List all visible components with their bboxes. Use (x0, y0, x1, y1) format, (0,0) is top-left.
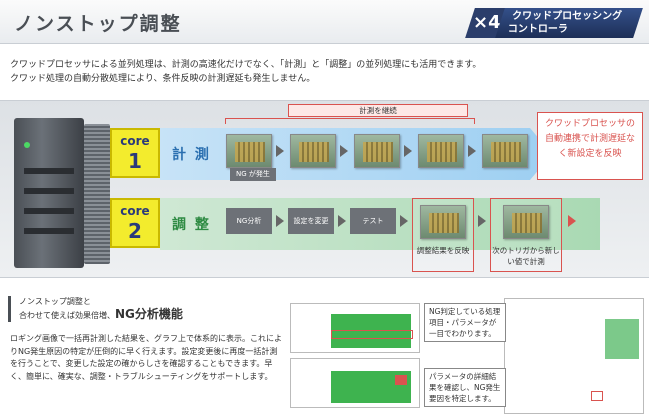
product-badge: ×4 クワッドプロセッシング コントローラ (465, 8, 643, 38)
callout-note-2: パラメータの詳細結果を確認し、NG発生要因を特定します。 (424, 368, 506, 407)
ng-analysis-chart-1 (290, 303, 420, 353)
section-heading-line-1: ノンストップ調整と (19, 297, 91, 306)
chart-histogram (605, 319, 639, 359)
highlight-box (591, 391, 603, 401)
device-slot (24, 208, 74, 214)
core-1-number: 1 (128, 149, 142, 173)
page-title: ノンストップ調整 (14, 13, 182, 35)
capture-thumbnail (354, 134, 400, 168)
flow-arrow (400, 215, 408, 227)
step-test: テスト (350, 208, 396, 234)
next-trigger-text: 次のトリガから新しい値で計測 (492, 246, 560, 266)
core-2-number: 2 (128, 219, 142, 243)
core-1-word: core (120, 134, 150, 148)
detail-result-chart (504, 298, 644, 414)
badge-label: クワッドプロセッシング コントローラ (495, 8, 643, 38)
device-led (24, 142, 30, 148)
section-heading: ノンストップ調整と 合わせて使えば効果倍増、NG分析機能 (8, 296, 183, 322)
quad-processor-callout: クワッドプロセッサの自動連携で計測遅延なく新設定を反映 (537, 112, 643, 180)
next-trigger-box: 次のトリガから新しい値で計測 (490, 198, 562, 272)
step-change-settings: 設定を変更 (288, 208, 334, 234)
core-2-block: core 2 (110, 198, 160, 248)
section-heading-emphasis: NG分析機能 (115, 307, 183, 321)
step-ng-analysis: NG分析 (226, 208, 272, 234)
apply-result-text: 調整結果を反映 (416, 246, 470, 255)
badge-line-1: クワッドプロセッシング (512, 11, 623, 22)
capture-thumbnail (482, 134, 528, 168)
intro-line-1: クワッドプロセッサによる並列処理は、計測の高速化だけでなく、「計測」と「調整」の… (10, 60, 482, 70)
ng-occurred-tag: NG が発生 (230, 168, 276, 181)
device-slot (24, 228, 74, 234)
device-heatsink (84, 124, 110, 264)
chart-green-area (331, 314, 411, 348)
flow-arrow (276, 215, 284, 227)
flow-arrow (276, 145, 284, 157)
badge-line-2: コントローラ (507, 24, 568, 35)
capture-thumbnail (226, 134, 272, 168)
section-heading-line-2: 合わせて使えば効果倍増、NG分析機能 (19, 308, 183, 322)
device-slot (24, 168, 74, 174)
continue-measuring-label: 計測を継続 (288, 104, 468, 117)
continue-bracket (225, 118, 475, 124)
page-header: ノンストップ調整 ×4 クワッドプロセッシング コントローラ (0, 0, 649, 44)
ng-analysis-chart-2 (290, 358, 420, 408)
flow-arrow (568, 215, 576, 227)
adjust-lane-label: 調 整 (172, 217, 211, 233)
highlight-box (331, 330, 413, 339)
flow-arrow (468, 145, 476, 157)
highlight-box (395, 375, 407, 385)
measure-lane-label: 計 測 (172, 147, 211, 163)
capture-thumbnail (290, 134, 336, 168)
controller-device-image (14, 110, 110, 270)
device-body (14, 118, 84, 268)
capture-thumbnail (420, 205, 466, 239)
capture-thumbnail (503, 205, 549, 239)
section-heading-prefix: 合わせて使えば効果倍増、 (19, 311, 115, 320)
flow-arrow (340, 145, 348, 157)
device-slot (24, 188, 74, 194)
core-1-block: core 1 (110, 128, 160, 178)
capture-thumbnail (418, 134, 464, 168)
section-description: ロギング画像で一括再計測した結果を、グラフ上で体系的に表示。これによりNG発生原… (10, 334, 282, 381)
callout-note-1: NG判定している処理項目・パラメータが一目でわかります。 (424, 303, 506, 342)
flow-arrow (338, 215, 346, 227)
flow-arrow (478, 215, 486, 227)
core-2-word: core (120, 204, 150, 218)
intro-line-2: クワッド処理の自動分散処理により、条件反映の計測遅延も発生しません。 (10, 74, 316, 84)
apply-result-box: 調整結果を反映 (412, 198, 474, 272)
flow-arrow (404, 145, 412, 157)
intro-text: クワッドプロセッサによる並列処理は、計測の高速化だけでなく、「計測」と「調整」の… (10, 58, 481, 86)
